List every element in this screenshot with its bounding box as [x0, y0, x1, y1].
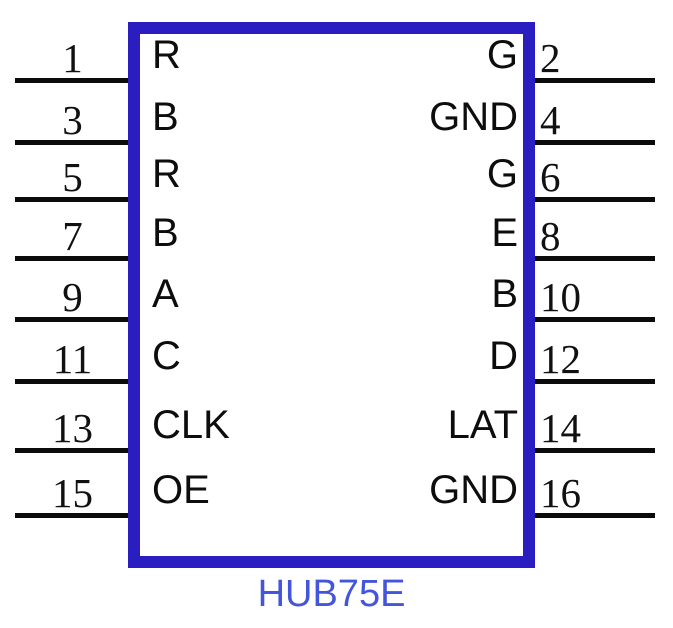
- pin-name-left: C: [152, 334, 181, 378]
- pin-number-left: 11: [52, 336, 93, 382]
- part-label: HUB75E: [257, 573, 406, 615]
- pin-lead-line-right: [529, 379, 655, 384]
- pin-row: 11 C D 12: [0, 322, 673, 384]
- pin-name-left: B: [152, 95, 179, 139]
- pin-lead-line-left: [15, 448, 134, 453]
- pin-name-right: E: [491, 211, 518, 255]
- pin-name-left: R: [152, 33, 181, 77]
- pin-name-right: B: [491, 272, 518, 316]
- pin-number-right: 8: [540, 213, 561, 259]
- pin-name-right: GND: [429, 468, 518, 512]
- pin-number-right: 10: [540, 274, 581, 320]
- pin-name-right: GND: [429, 95, 518, 139]
- pin-name-right: G: [486, 152, 518, 196]
- pin-number-right: 12: [540, 336, 581, 382]
- pin-number-left: 1: [62, 35, 83, 81]
- pin-lead-line-right: [529, 448, 655, 453]
- pin-number-right: 6: [540, 154, 561, 200]
- pin-name-left: A: [152, 272, 179, 316]
- pin-number-left: 3: [62, 97, 83, 143]
- pin-number-right: 16: [540, 470, 581, 516]
- pin-lead-line-left: [15, 256, 134, 261]
- pin-name-left: OE: [152, 468, 210, 512]
- pin-lead-line-right: [529, 78, 655, 83]
- pin-lead-line-left: [15, 140, 134, 145]
- pin-row: 15 OE GND 16: [0, 456, 673, 518]
- pin-number-right: 4: [540, 97, 561, 143]
- pin-row: 7 B E 8: [0, 199, 673, 261]
- pin-lead-line-right: [529, 317, 655, 322]
- pin-number-left: 9: [62, 274, 83, 320]
- pin-row: 3 B GND 4: [0, 83, 673, 145]
- pin-number-left: 13: [52, 405, 93, 451]
- pin-lead-line-right: [529, 513, 655, 518]
- pin-row: 9 A B 10: [0, 260, 673, 322]
- pin-number-left: 7: [62, 213, 83, 259]
- pin-lead-line-left: [15, 317, 134, 322]
- pin-name-right: G: [486, 33, 518, 77]
- pin-lead-line-right: [529, 197, 655, 202]
- pin-lead-line-left: [15, 197, 134, 202]
- pin-number-right: 2: [540, 35, 561, 81]
- chip-body-inner: [140, 34, 523, 556]
- pin-name-right: LAT: [447, 403, 518, 447]
- pin-number-left: 5: [62, 154, 83, 200]
- pin-lead-line-left: [15, 379, 134, 384]
- pin-row: 1 R G 2: [0, 21, 673, 83]
- pin-number-left: 15: [52, 470, 93, 516]
- pin-name-left: B: [152, 211, 179, 255]
- chip-body-outline: [128, 22, 535, 568]
- pin-row: 13 CLK LAT 14: [0, 391, 673, 453]
- pin-row: 5 R G 6: [0, 140, 673, 202]
- pin-lead-line-right: [529, 140, 655, 145]
- pin-lead-line-left: [15, 78, 134, 83]
- pin-lead-line-left: [15, 513, 134, 518]
- pin-name-left: CLK: [152, 403, 230, 447]
- pin-name-right: D: [489, 334, 518, 378]
- pin-number-right: 14: [540, 405, 581, 451]
- pin-lead-line-right: [529, 256, 655, 261]
- pin-name-left: R: [152, 152, 181, 196]
